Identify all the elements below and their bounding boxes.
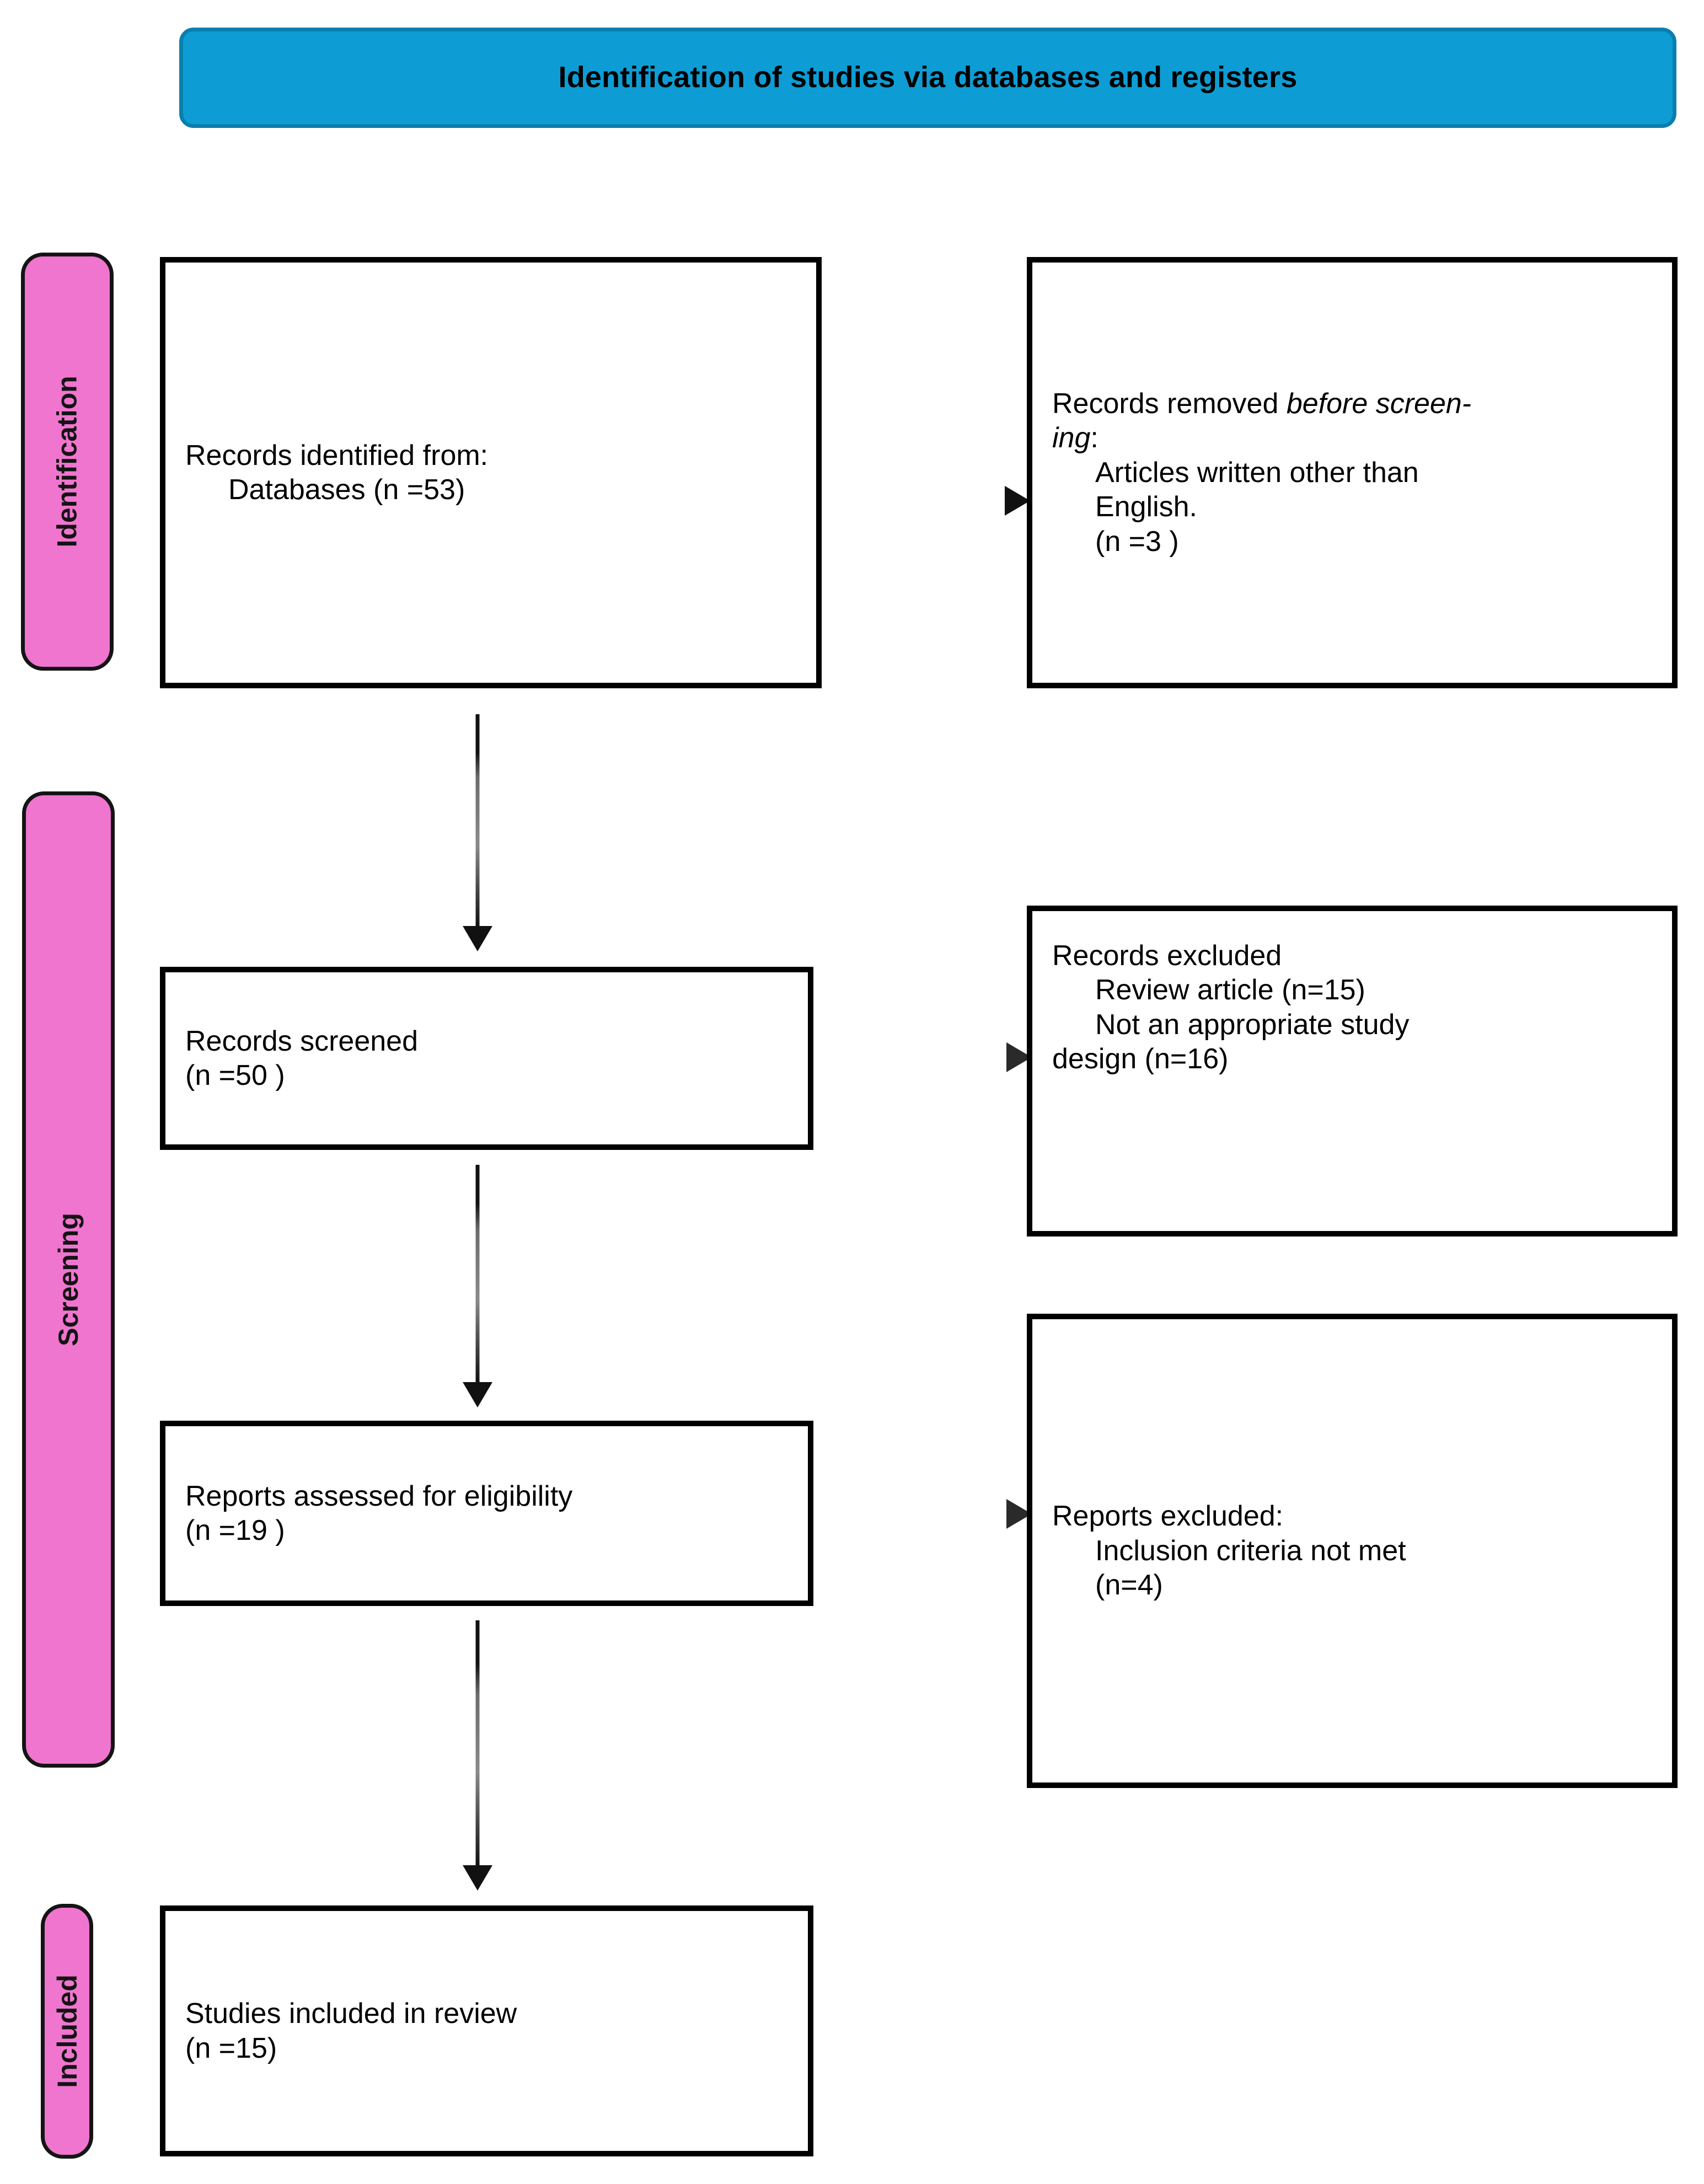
arrow-shaft: [475, 1620, 480, 1865]
records-removed-text-normal: Records removed: [1052, 388, 1287, 420]
box-studies-included: Studies included in review (n =15): [160, 1905, 813, 2156]
records-screened-line-1: Records screened: [185, 1025, 418, 1057]
diagram-header-banner: Identification of studies via databases …: [179, 28, 1676, 128]
records-excluded-line-1: Records excluded: [1052, 940, 1282, 972]
box-records-removed: Records removed before screen- ing: Arti…: [1027, 257, 1678, 688]
records-removed-line-4: English.: [1095, 491, 1197, 523]
stage-bar-included: Included: [41, 1904, 93, 2159]
records-removed-line-1: Records removed before screen-: [1052, 387, 1652, 421]
stage-label-screening: Screening: [53, 1213, 84, 1346]
records-removed-line-3: Articles written other than: [1095, 456, 1419, 489]
arrow-head-down-icon: [463, 1382, 492, 1407]
studies-included-line-2: (n =15): [185, 2032, 277, 2064]
box-records-excluded: Records excluded Review article (n=15) N…: [1027, 906, 1678, 1236]
arrow-screened-to-eligibility: [463, 1165, 492, 1407]
arrow-screened-to-records-excluded: [817, 1042, 1032, 1072]
records-excluded-line-2: Review article (n=15): [1095, 974, 1365, 1007]
studies-included-line-1: Studies included in review: [185, 1998, 517, 2030]
records-excluded-line-4: design (n=16): [1052, 1043, 1229, 1075]
stage-bar-identification: Identification: [21, 253, 114, 671]
arrow-head-down-icon: [463, 926, 492, 951]
arrow-eligibility-to-reports-excluded: [817, 1499, 1032, 1529]
records-removed-text-italic: before screen-: [1286, 388, 1472, 420]
reports-excluded-line-3: (n=4): [1095, 1569, 1163, 1602]
reports-excluded-line-2: Inclusion criteria not met: [1095, 1534, 1406, 1567]
reports-excluded-line-1: Reports excluded:: [1052, 1500, 1284, 1533]
records-removed-line-5: (n =3 ): [1095, 525, 1179, 558]
arrow-eligibility-to-included: [463, 1620, 492, 1891]
box-records-screened: Records screened (n =50 ): [160, 967, 813, 1150]
arrow-identified-to-screened: [463, 714, 492, 951]
eligibility-line-1: Reports assessed for eligibility: [185, 1480, 573, 1512]
arrow-head-right-icon: [1005, 486, 1030, 516]
stage-label-included: Included: [51, 1974, 83, 2088]
records-removed-line-2: ing:: [1052, 421, 1652, 455]
arrow-head-down-icon: [463, 1865, 492, 1891]
arrow-shaft: [475, 714, 480, 926]
records-identified-line-2: Databases (n =53): [228, 474, 465, 506]
stage-bar-screening: Screening: [22, 791, 115, 1768]
box-reports-excluded: Reports excluded: Inclusion criteria not…: [1027, 1314, 1678, 1788]
records-removed-text-italic-2: ing: [1052, 422, 1091, 454]
arrow-shaft: [475, 1165, 480, 1382]
eligibility-line-2: (n =19 ): [185, 1514, 285, 1546]
banner-title: Identification of studies via databases …: [558, 61, 1298, 94]
records-removed-colon: :: [1090, 422, 1099, 454]
arrow-identified-to-removed: [825, 486, 1030, 516]
records-screened-line-2: (n =50 ): [185, 1059, 285, 1091]
box-reports-assessed-for-eligibility: Reports assessed for eligibility (n =19 …: [160, 1421, 813, 1606]
box-records-identified: Records identified from: Databases (n =5…: [160, 257, 822, 688]
records-excluded-line-3: Not an appropriate study: [1095, 1008, 1410, 1041]
stage-label-identification: Identification: [52, 376, 83, 548]
records-identified-line-1: Records identified from:: [185, 439, 489, 472]
